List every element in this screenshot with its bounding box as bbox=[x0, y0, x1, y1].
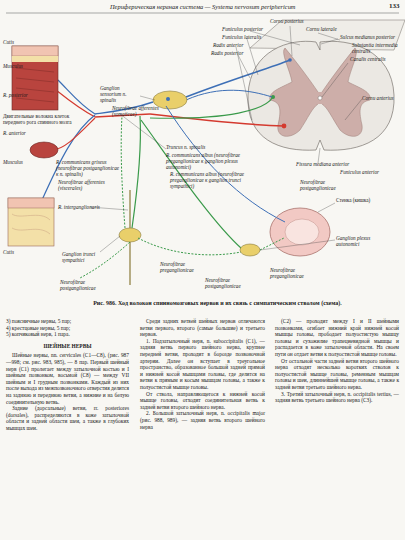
anatomy-label: Ganglion sensorium n. spinalis bbox=[100, 86, 142, 104]
anatomy-label: Ganglion plexus autonomici bbox=[336, 236, 392, 248]
grey-matter bbox=[270, 48, 318, 136]
anatomy-label: Truncus n. spinalis bbox=[166, 145, 205, 151]
anatomy-label: Neurofibrae postganglionicae bbox=[300, 180, 362, 192]
postganglionic-fibre bbox=[138, 238, 241, 255]
anatomy-label: Neurofibrae preganglionicae bbox=[160, 262, 216, 274]
central-canal bbox=[318, 96, 322, 100]
page-number: 133 bbox=[389, 2, 400, 10]
anatomy-label: R. anterior bbox=[3, 131, 26, 137]
gut-lumen bbox=[285, 219, 319, 245]
anatomy-label: Funiculus lateralis bbox=[222, 35, 261, 41]
skin-block bbox=[8, 198, 54, 246]
body-text: 4) крестцовые нервы, 5 пар; bbox=[6, 325, 129, 332]
body-text: Среди задних ветвей шейных нервов отлича… bbox=[140, 318, 265, 338]
anatomy-label: Neurofibrae preganglionicae bbox=[270, 268, 322, 280]
body-text: 1. Подзатылочный нерв, n. suboccipitalis… bbox=[140, 338, 265, 391]
anatomy-label: Musculus bbox=[3, 64, 23, 70]
sympathetic-ganglion bbox=[119, 228, 141, 242]
visceral-afferent bbox=[166, 106, 285, 222]
skin-layer bbox=[12, 46, 58, 56]
anatomy-label: Cornu posterius bbox=[270, 19, 304, 25]
anatomy-label: Musculus bbox=[3, 160, 23, 166]
gut-wall bbox=[270, 208, 330, 256]
body-text: Задние (дорсальные) ветви, rr. posterior… bbox=[6, 405, 129, 431]
running-head: Периферическая нервная система — Systema… bbox=[110, 3, 295, 10]
visceral-afferent-root bbox=[186, 90, 272, 100]
grey-ramus bbox=[121, 116, 125, 228]
anatomy-label: Стенка (кишка) bbox=[336, 198, 370, 204]
text-column: Среди задних ветвей шейных нервов отлича… bbox=[140, 318, 265, 430]
muscle-block bbox=[12, 46, 58, 110]
white-ramus bbox=[132, 116, 140, 228]
anatomy-label: Neurofibrae afferentes (viscerales) bbox=[58, 180, 118, 192]
postganglionic-fibre bbox=[80, 242, 130, 278]
anatomy-label: R. communicans albus (neurofibrae pregan… bbox=[170, 172, 252, 190]
section-heading: ШЕЙНЫЕ НЕРВЫ bbox=[6, 343, 129, 350]
anatomy-label: Substantia intermedia centralis bbox=[352, 43, 402, 55]
anatomy-label: Canalis centralis bbox=[350, 57, 386, 63]
body-text: Шейные нервы, nn. cervicales (C1—C8), (р… bbox=[6, 352, 129, 405]
cord-section bbox=[248, 41, 394, 150]
anatomy-label: Cornu anterius bbox=[362, 96, 394, 102]
skin-layer bbox=[8, 198, 54, 208]
text-column: 3) поясничные нервы, 5 пар;4) крестцовые… bbox=[6, 318, 129, 432]
plexus-ganglion bbox=[240, 244, 260, 256]
body-text: (C2) — проходит между I и II шейными поз… bbox=[275, 318, 399, 358]
anatomy-label: Cornu laterale bbox=[306, 27, 337, 33]
body-text: 5) копчиковый нерв, 1 пара. bbox=[6, 331, 129, 338]
grey-commissure bbox=[316, 92, 324, 104]
muscle bbox=[30, 142, 58, 158]
skin-texture bbox=[12, 214, 50, 234]
anatomy-label: Двигательные волокна клеток переднего ро… bbox=[3, 114, 85, 126]
posterior-branch bbox=[56, 90, 95, 117]
anatomy-label: R. interganglionaris bbox=[58, 205, 100, 211]
posterior-branch bbox=[58, 80, 95, 114]
anatomy-label: Cutis bbox=[3, 250, 14, 256]
anatomy-label: Funiculus anterior bbox=[340, 170, 379, 176]
body-text: 3) поясничные нервы, 5 пар; bbox=[6, 318, 129, 325]
body-text: От остальной части задней ветви второго … bbox=[275, 358, 399, 391]
anatomy-label: Radix posterior bbox=[211, 51, 243, 57]
anatomy-label: R. communicans albus (neurofibrae pregan… bbox=[166, 153, 250, 171]
sensory-cell bbox=[166, 97, 170, 101]
postganglionic-fibre bbox=[260, 238, 284, 250]
preganglionic-fibre bbox=[150, 97, 273, 118]
figure-caption: Рис. 986. Ход волокон спинномозговых нер… bbox=[40, 300, 395, 306]
leader-lines bbox=[90, 26, 362, 252]
interganglionic-branch bbox=[129, 190, 130, 228]
text-column: (C2) — проходит между I и II шейными поз… bbox=[275, 318, 399, 404]
body-text: 3. Третий затылочный нерв, n. occipitali… bbox=[275, 391, 399, 404]
anatomy-label: Fissura mediana anterior bbox=[296, 162, 349, 168]
anatomy-label: Funiculus posterior bbox=[222, 27, 263, 33]
anatomy-label: Ganglion trunci sympathici bbox=[62, 252, 100, 264]
anatomy-label: Neurofibrae afferentes (somaticae) bbox=[112, 106, 168, 118]
fat-layer bbox=[12, 56, 58, 62]
anatomy-label: R. posterior bbox=[3, 93, 28, 99]
interganglionic-branch bbox=[129, 242, 130, 285]
posterior-root bbox=[186, 60, 290, 97]
anatomy-label: R. communicans griseus (neurofibrae post… bbox=[56, 160, 120, 178]
body-text: От ствола, направляющегося к нижней косо… bbox=[140, 391, 265, 411]
header-rule bbox=[6, 13, 399, 14]
anatomy-label: Cutis bbox=[3, 40, 14, 46]
anatomy-label: Neurofibrae postganglionicae bbox=[205, 278, 263, 290]
anatomy-label: Sulcus medianus posterior bbox=[340, 35, 395, 41]
anatomy-label: Radix anterior bbox=[213, 43, 243, 49]
anatomy-label: Neurofibrae postganglionicae bbox=[60, 280, 110, 292]
body-text: 2. Большой затылочный нерв, n. occipital… bbox=[140, 410, 265, 430]
